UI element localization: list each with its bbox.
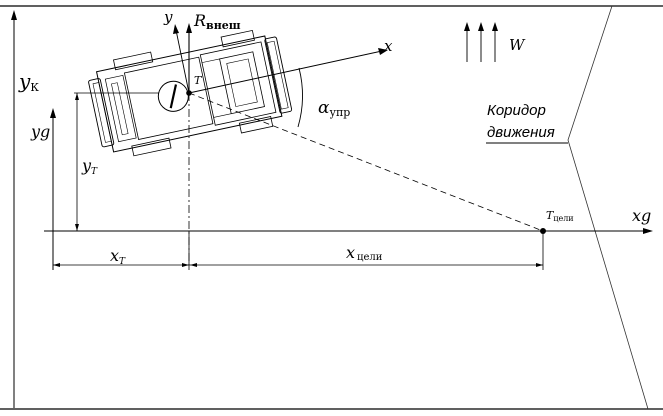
corridor-boundary (567, 5, 649, 410)
hood-line-bottom (213, 113, 232, 118)
xg-axis-arrow (643, 228, 653, 234)
rear-bumper (88, 78, 115, 148)
vehicle-y-axis (175, 29, 190, 94)
corridor-label-line2: движения (487, 124, 555, 141)
yt-dimension-arrow-top (75, 93, 79, 100)
vehicle-point-t (186, 90, 192, 96)
cabin (123, 56, 214, 140)
xtarget-arrow-left (190, 263, 197, 267)
vehicle-y-label: y (163, 8, 173, 26)
xt-arrow-right (182, 263, 189, 267)
rear-compartment (104, 74, 137, 143)
yt-dimension-arrow-bottom (75, 224, 79, 231)
corridor-label-line1: Коридор (487, 102, 546, 119)
wind-label: W (509, 36, 526, 54)
steering-angle-arc (297, 67, 303, 128)
front-bumper (264, 36, 293, 114)
vehicle-y-axis-arrow (173, 24, 179, 34)
yt-label: yT (81, 156, 98, 177)
target-direction-line (188, 92, 544, 232)
xt-arrow-left (53, 263, 60, 267)
point-t-label: T (194, 74, 203, 87)
vehicle-body (88, 29, 293, 157)
xtarget-arrow-right (536, 263, 543, 267)
target-point (540, 228, 546, 234)
windshield-inner (226, 58, 258, 107)
target-point-label: Tцели (546, 209, 574, 223)
wheel-rear-right (131, 137, 172, 157)
yk-label: yК (18, 69, 39, 94)
rear-compartment-inner (111, 82, 129, 136)
front-bumper-inner (266, 40, 289, 110)
vehicle-x-label: x (384, 37, 393, 55)
yg-label: yg (30, 122, 50, 141)
xt-label: xT (110, 246, 126, 267)
steering-wheel-spoke (169, 84, 178, 109)
xg-label: xg (632, 206, 651, 225)
hood-line-top (201, 58, 220, 63)
front-compartment (199, 41, 277, 126)
external-force-arrowhead (186, 23, 192, 33)
vehicle-x-axis (188, 50, 383, 94)
vehicle-x-axis-arrow (378, 48, 388, 55)
windshield (219, 51, 265, 115)
alpha-label: αупр (318, 98, 350, 119)
wind-arrows (464, 22, 498, 62)
yg-axis-arrow (50, 108, 56, 118)
wheel-front-left (220, 29, 255, 48)
wheel-front-right (238, 116, 274, 134)
external-force-label: Rвнеш (193, 11, 241, 32)
rear-bumper-inner (92, 82, 112, 143)
yk-axis-arrow (11, 10, 17, 20)
wheel-rear-left (113, 51, 154, 71)
